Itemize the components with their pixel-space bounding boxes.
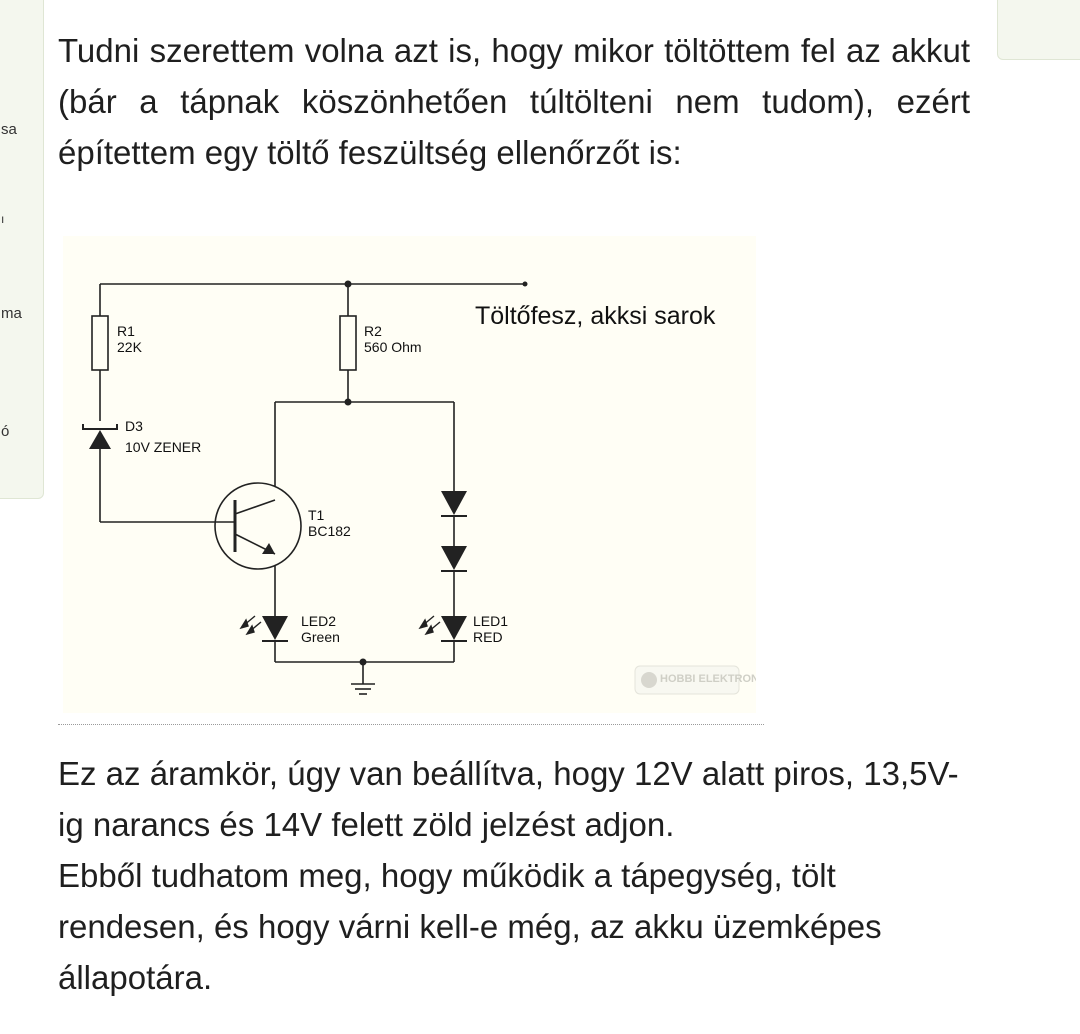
circuit-schematic-image: Töltőfesz, akksi sarok R1 22K R2 560 Ohm…	[63, 236, 756, 713]
article-paragraph: Ez az áramkör, úgy van beállítva, hogy 1…	[58, 748, 970, 1003]
led1-name: LED1	[473, 613, 508, 629]
r2-name: R2	[364, 323, 382, 339]
sidebar-item-fragment[interactable]: ı	[1, 212, 5, 226]
article-paragraph-line: Ebből tudhatom meg, hogy működik a tápeg…	[58, 857, 882, 996]
sidebar-item-fragment[interactable]: ó	[1, 423, 10, 440]
r1-value: 22K	[117, 339, 143, 355]
figure-divider	[58, 724, 764, 725]
led2-value: Green	[301, 629, 340, 645]
r1-name: R1	[117, 323, 135, 339]
t1-value: BC182	[308, 523, 351, 539]
top-right-panel	[997, 0, 1080, 60]
hobbi-elektronika-logo: HOBBI ELEKTRONIKA	[634, 665, 756, 695]
article-paragraph-line: Ez az áramkör, úgy van beállítva, hogy 1…	[58, 755, 959, 843]
d3-value: 10V ZENER	[125, 439, 201, 455]
d3-name: D3	[125, 418, 143, 434]
article-paragraph: Tudni szerettem volna azt is, hogy mikor…	[58, 32, 970, 171]
led1-value: RED	[473, 629, 503, 645]
sidebar-item-fragment[interactable]: sa	[1, 121, 17, 138]
t1-name: T1	[308, 507, 325, 523]
supply-label: Töltőfesz, akksi sarok	[475, 302, 716, 330]
left-sidebar: sa ı ma ó	[0, 0, 44, 499]
r2-value: 560 Ohm	[364, 339, 422, 355]
sidebar-item-fragment[interactable]: ma	[1, 305, 22, 322]
circuit-schematic: Töltőfesz, akksi sarok R1 22K R2 560 Ohm…	[82, 280, 756, 695]
watermark-text: HOBBI ELEKTRONIKA	[660, 673, 756, 685]
led2-name: LED2	[301, 613, 336, 629]
